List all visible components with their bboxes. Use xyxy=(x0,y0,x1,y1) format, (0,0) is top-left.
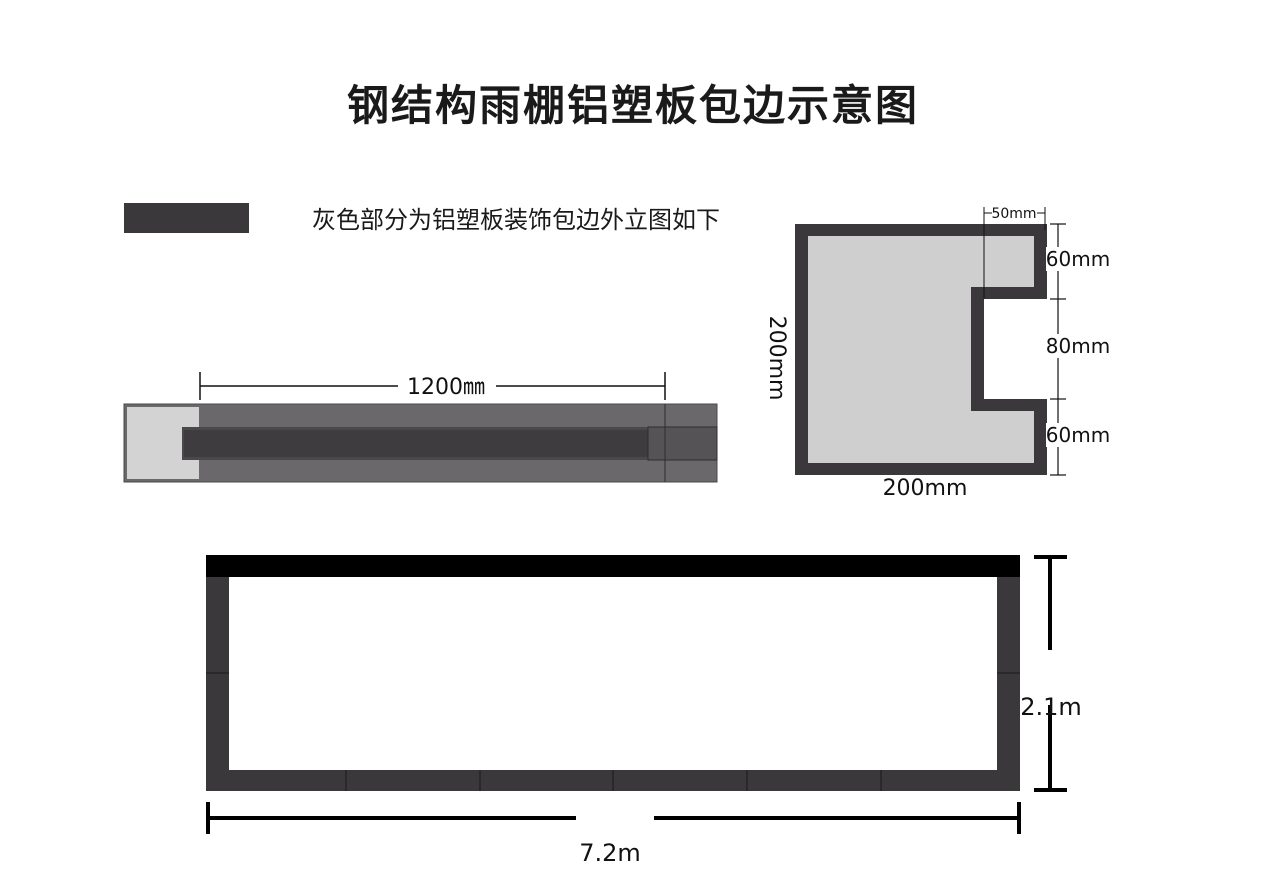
dim-60-bottom-bg xyxy=(1046,423,1110,447)
section-view: 50mm 60mm 80mm 60mm 200mm 200mm xyxy=(764,206,1110,501)
section-height-label: 200mm xyxy=(764,316,789,401)
dim-1200-label: 1200㎜ xyxy=(407,375,485,400)
dim-60-top-bg xyxy=(1046,247,1110,271)
dim-80-bg xyxy=(1046,334,1110,358)
elevation-opening xyxy=(229,577,997,770)
page-title: 钢结构雨棚铝塑板包边示意图 xyxy=(346,81,919,130)
strip-joint xyxy=(647,426,718,461)
section-infill xyxy=(808,236,1034,463)
elevation-top-beam xyxy=(206,555,1020,577)
legend-swatch xyxy=(124,203,249,233)
dim-60-bottom-label: 60mm xyxy=(1046,423,1110,447)
side-view: 1200㎜ xyxy=(123,372,718,483)
strip-channel-inner xyxy=(184,430,717,457)
elevation-view: 7.2m 2.1m xyxy=(206,555,1082,867)
section-width-label: 200mm xyxy=(883,476,968,501)
legend-text: 灰色部分为铝塑板装饰包边外立图如下 xyxy=(312,206,720,234)
dim-60-top-label: 60mm xyxy=(1046,247,1110,271)
dim-80-label: 80mm xyxy=(1046,334,1110,358)
elevation-height-label: 2.1m xyxy=(1020,693,1082,721)
elevation-width-label: 7.2m xyxy=(579,839,641,867)
dim-50-label: 50mm xyxy=(991,206,1036,222)
